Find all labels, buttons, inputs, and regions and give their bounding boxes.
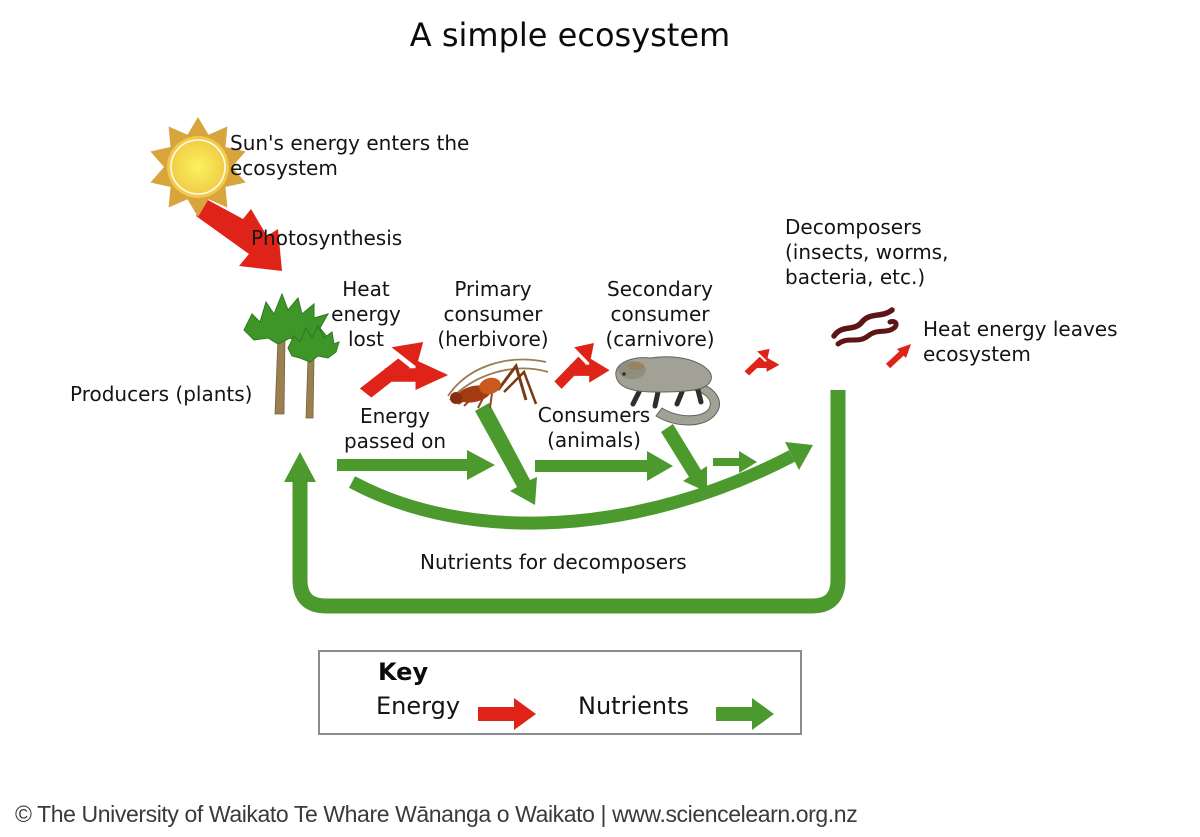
nutrient-swoosh-arrowhead-icon [785,442,813,470]
nutrient-arrow-producers-icon [337,450,495,480]
sun-icon [150,117,246,217]
page-title: A simple ecosystem [409,16,731,54]
energy-passed-on-label: Energy passed on [343,404,447,453]
key-nutrients-label: Nutrients [578,692,689,720]
heat-energy-leaves-label: Heat energy leaves ecosystem [923,317,1118,366]
worms-icon [831,307,899,347]
key-energy-arrow-icon [478,698,536,730]
plants-icon [243,292,340,419]
key-nutrient-arrow-icon [716,698,774,730]
nutrient-return-loop-arrowhead-icon [284,452,316,482]
nutrient-drop-arrow-carnivore-icon [661,424,707,492]
nutrients-for-decomposers-label: Nutrients for decomposers [420,550,687,574]
decomposers-label: Decomposers (insects, worms, bacteria, e… [785,215,949,289]
energy-transfer-arrow-herbivore-icon [554,342,610,389]
insect-icon [447,358,549,409]
sun-energy-label: Sun's energy enters the ecosystem [230,131,470,180]
copyright-credit: © The University of Waikato Te Whare Wān… [15,801,858,827]
consumers-label: Consumers (animals) [537,403,651,452]
energy-loss-arrow-plants-icon [359,342,449,398]
nutrient-drop-arrow-herbivore-icon [475,403,537,505]
key-legend-box: Key Energy Nutrients [318,650,802,735]
heat-exit-arrow-icon [885,344,911,369]
nutrient-arrow-to-decomposers-icon [713,451,757,473]
primary-consumer-label: Primary consumer (herbivore) [437,277,549,351]
key-title: Key [378,658,429,686]
energy-transfer-arrow-decomposers-icon [744,348,780,376]
photosynthesis-label: Photosynthesis [251,226,403,250]
photosynthesis-arrow-icon [196,199,282,271]
nutrient-return-loop-icon [292,390,846,614]
heat-energy-lost-label: Heat energy lost [331,277,401,351]
key-energy-label: Energy [376,692,461,720]
secondary-consumer-label: Secondary consumer (carnivore) [605,277,715,351]
nutrient-swoosh-arrow-icon [348,450,795,530]
lizard-icon [615,356,720,426]
producers-label: Producers (plants) [70,382,253,406]
nutrient-arrow-consumers-icon [535,451,673,481]
